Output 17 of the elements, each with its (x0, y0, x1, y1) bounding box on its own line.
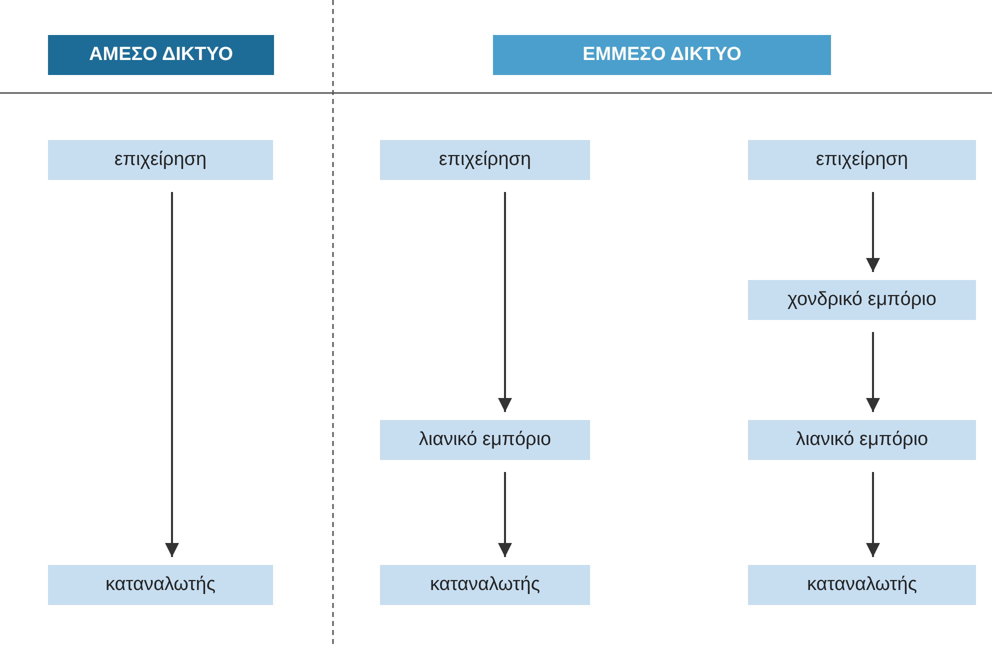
process-box: λιανικό εμπόριο (748, 420, 976, 460)
process-box: καταναλωτής (748, 565, 976, 605)
arrow (498, 192, 512, 412)
process-box: λιανικό εμπόριο (380, 420, 590, 460)
arrow (498, 472, 512, 557)
process-box: χονδρικό εμπόριο (748, 280, 976, 320)
arrow (866, 192, 880, 272)
arrow (165, 192, 179, 557)
process-box: επιχείρηση (380, 140, 590, 180)
arrow (866, 332, 880, 412)
process-box: επιχείρηση (48, 140, 273, 180)
process-box: επιχείρηση (748, 140, 976, 180)
process-box: καταναλωτής (380, 565, 590, 605)
section-header: ΕΜΜΕΣΟ ΔΙΚΤΥΟ (493, 35, 831, 75)
section-header: ΑΜΕΣΟ ΔΙΚΤΥΟ (48, 35, 274, 75)
arrow (866, 472, 880, 557)
process-box: καταναλωτής (48, 565, 273, 605)
